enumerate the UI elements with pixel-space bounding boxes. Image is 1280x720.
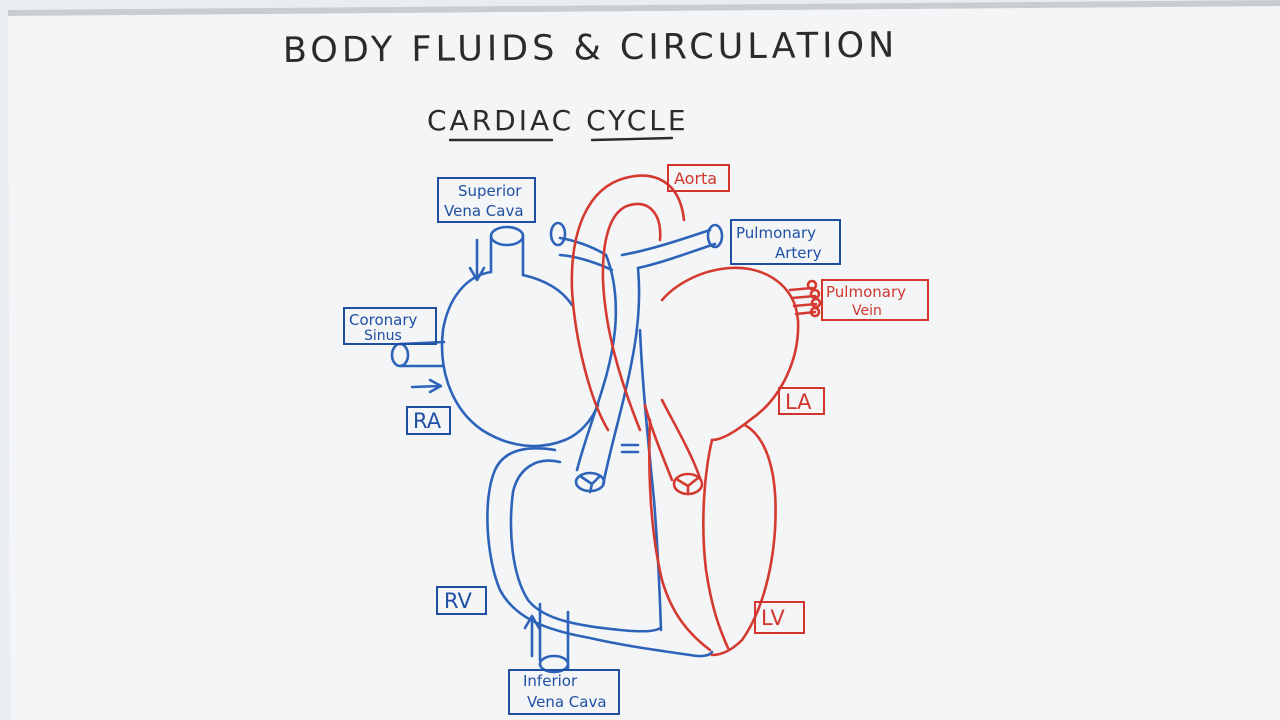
- left-atrium: [660, 266, 800, 442]
- label-pulmonary-vein: Pulmonary Vein: [821, 279, 929, 321]
- left-ventricle: [648, 418, 777, 657]
- svg-text:Artery: Artery: [775, 244, 822, 262]
- label-rv: RV: [436, 586, 487, 615]
- page-title: BODY FLUIDS & CIRCULATION: [283, 26, 899, 71]
- svg-text:Vein: Vein: [852, 303, 882, 319]
- aortic-valve-opening: [643, 398, 704, 496]
- svg-text:Vena Cava: Vena Cava: [527, 693, 607, 711]
- right-ventricle: [486, 447, 714, 658]
- septum-blue: [638, 328, 663, 632]
- right-atrium: [440, 270, 600, 448]
- paper-top-shadow: [8, 0, 1280, 16]
- superior-vena-cava-vessel: [489, 225, 525, 277]
- inferior-vena-cava-vessel: [538, 602, 570, 674]
- arrow-up-ivc: [523, 614, 541, 658]
- pulmonary-artery-right-branch: [620, 228, 717, 270]
- label-pulmonary-artery: Pulmonary Artery: [730, 219, 841, 265]
- svg-text:Vena Cava: Vena Cava: [444, 202, 524, 220]
- pulmonary-trunk: [575, 253, 641, 487]
- pulmonary-veins: [788, 279, 822, 318]
- label-aorta: Aorta: [667, 164, 730, 192]
- pulmonary-valve-opening: [574, 471, 606, 494]
- label-ra: RA: [406, 406, 451, 435]
- label-lv: LV: [754, 601, 805, 634]
- svg-text:Pulmonary: Pulmonary: [736, 224, 816, 242]
- svg-text:RV: RV: [444, 589, 472, 613]
- svg-text:Superior: Superior: [458, 182, 522, 200]
- paper-sheet: [8, 0, 1280, 720]
- arrow-down-svc: [468, 238, 486, 282]
- pulmonary-artery-left-end: [549, 221, 567, 247]
- label-coronary-sinus: Coronary Sinus: [343, 307, 437, 345]
- svg-text:Sinus: Sinus: [364, 328, 402, 344]
- svg-text:LA: LA: [785, 390, 812, 414]
- svg-text:Coronary: Coronary: [349, 311, 418, 329]
- label-inferior-vena-cava: Inferior Vena Cava: [508, 669, 620, 715]
- label-la: LA: [778, 387, 825, 415]
- aortic-arch: [570, 174, 686, 432]
- svg-text:Pulmonary: Pulmonary: [826, 283, 906, 301]
- arrow-right-coronary: [410, 378, 443, 394]
- pulmonary-artery-right-end: [706, 223, 724, 249]
- svg-text:LV: LV: [761, 606, 785, 630]
- ductus-connector: [620, 443, 640, 454]
- svg-text:RA: RA: [413, 409, 442, 433]
- subtitle-underline-right: [590, 136, 674, 142]
- label-superior-vena-cava: Superior Vena Cava: [437, 177, 536, 223]
- page-subtitle: CARDIAC CYCLE: [427, 104, 689, 137]
- svg-text:Aorta: Aorta: [674, 169, 717, 188]
- svg-text:Inferior: Inferior: [523, 672, 578, 690]
